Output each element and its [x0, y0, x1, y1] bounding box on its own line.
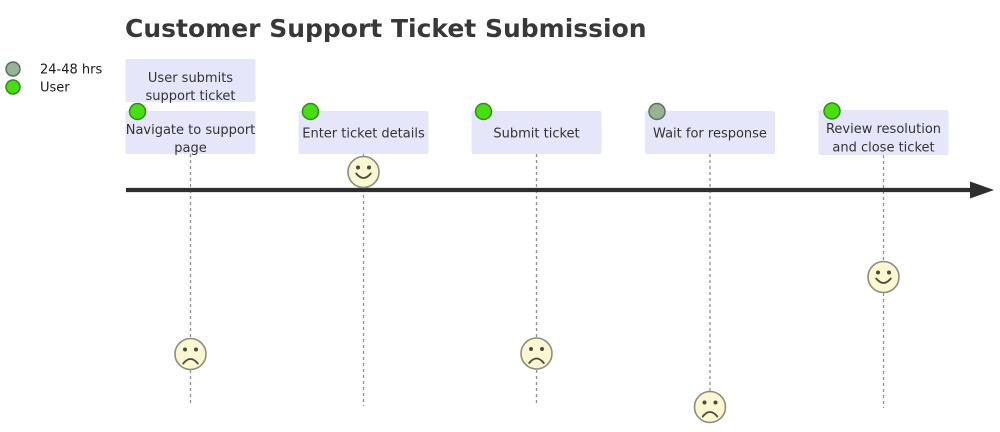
task-review-resolution-and-close-ticket: Review resolution and close ticket — [818, 102, 949, 156]
section-user-submits-support-ticket: User submits support ticket — [125, 59, 256, 104]
task-box — [645, 111, 775, 154]
task-box — [298, 111, 429, 154]
task-label-line-2: page — [174, 141, 206, 156]
legend-actor-user-icon — [5, 79, 21, 95]
task-box — [818, 110, 949, 155]
legend-actor-24-48-hrs-icon — [5, 61, 21, 77]
face-sad-icon — [174, 337, 207, 371]
legend-actor-user-label: User — [40, 81, 70, 96]
task-submit-ticket: Submit ticket — [471, 102, 602, 154]
task-box — [471, 111, 602, 154]
task-label-line-1: Submit ticket — [493, 127, 579, 142]
face-happy-icon — [347, 155, 380, 189]
task-label-line-1: Enter ticket details — [302, 127, 425, 142]
face-sad-icon — [520, 337, 553, 370]
task-navigate-to-support-page: Navigate to support page — [125, 102, 256, 156]
diagram-title: Customer Support Ticket Submission — [125, 14, 647, 43]
actor-user-dot-icon — [474, 102, 493, 121]
time-axis-arrowhead-icon — [970, 181, 994, 199]
section-label-line-1: User submits — [148, 71, 233, 86]
face-sad-icon — [693, 390, 727, 424]
actor-user-dot-icon — [301, 102, 320, 121]
actor-user-dot-icon — [823, 102, 841, 120]
section-box — [125, 59, 256, 102]
task-label-line-1: Review resolution — [826, 122, 941, 137]
face-happy-icon — [867, 260, 900, 294]
task-label-line-1: Wait for response — [653, 127, 767, 142]
task-wait-for-response: Wait for response — [645, 102, 775, 154]
section-label-line-2: support ticket — [145, 89, 235, 104]
legend-actor-24-48-hrs-label: 24-48 hrs — [40, 63, 102, 78]
task-enter-ticket-details: Enter ticket details — [298, 102, 429, 154]
time-axis — [126, 181, 994, 199]
task-box — [125, 111, 256, 154]
actor-24-48-hrs-dot-icon — [648, 102, 666, 121]
task-label-line-2: and close ticket — [832, 141, 934, 156]
task-label-line-1: Navigate to support — [126, 123, 256, 138]
actor-user-dot-icon — [128, 102, 147, 121]
legend: 24-48 hrs User — [5, 61, 102, 96]
